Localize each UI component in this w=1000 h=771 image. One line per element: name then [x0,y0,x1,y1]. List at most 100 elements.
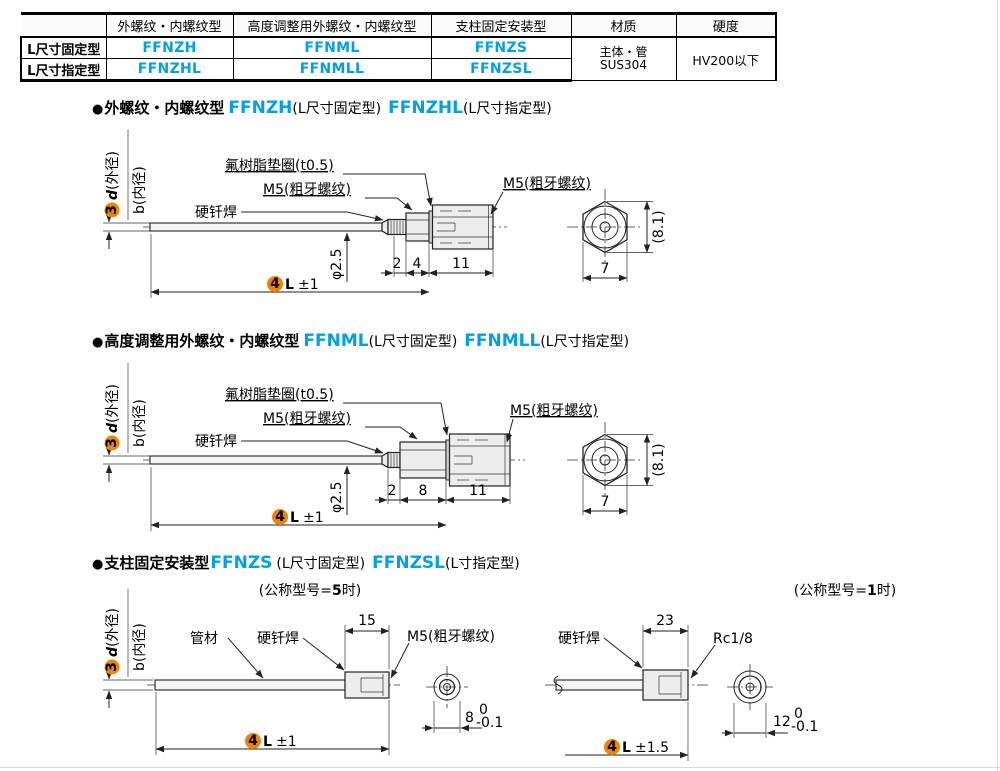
tolerance-upper: 0 [794,706,803,722]
section3-note-spec: (L寸指定型) [444,556,520,572]
dim-4: 4 [413,256,422,272]
col-header-post-mount-type: 支柱固定安装型 [430,12,572,38]
part-code: FFNZSL [430,58,572,82]
part-code: FFNZS [430,36,572,59]
axis-labels: 3 d (外径) b(内径) [103,589,153,708]
circled-number-badge [104,202,120,218]
bullet-icon: ● [92,557,104,572]
section2-note-fixed: (L尺寸固定型) [368,334,458,350]
length-dimension: 4 L ±1 [150,234,430,298]
bullet-icon: ● [92,335,104,350]
length-var: L [285,277,294,293]
tolerance-lower: -0.1 [791,719,818,735]
table-row: L尺寸固定型 FFNZH FFNML FFNZS 主体・管 SUS304 HV2… [20,36,777,81]
pipe-label: 管材 [190,631,218,647]
end-diameter-dim: 12 [773,714,791,730]
chained-dimensions: 2 8 11 [375,469,511,504]
section3-code-fixed: FFNZS [210,553,273,573]
length-dimension: 4 L ±1.5 [565,702,689,761]
material-line1: 主体・管 [599,45,648,59]
length-var: L [263,734,272,750]
section1-code-fixed: FFNZH [228,98,293,118]
axis-labels: 3 d (外径) b(内径) [103,130,153,249]
thread-label: M5(粗牙螺纹) [407,629,495,645]
end-diameter-dim: 8 [465,710,474,726]
braze-label: 硬钎焊 [195,434,237,450]
washer-label: 氟树脂垫圈(t0.5) [225,158,334,174]
badge-number: 4 [607,739,617,755]
circled-number-badge [245,733,261,749]
section1-note-fixed: (L尺寸固定型) [292,101,382,117]
axis-labels: 3 d (外径) b(内径) [103,363,153,482]
part-code: FFNMLL [232,58,432,82]
badge-number: 3 [104,662,120,672]
dim-15: 15 [358,613,376,629]
chained-dimensions: 2 4 11 [381,236,494,277]
length-dimension: 4 L ±1 [155,692,390,755]
dim-2: 2 [393,256,402,272]
circled-number-badge [104,659,120,675]
hardness-cell: HV200以下 [675,36,777,81]
round-end-view: 8 0 -0.1 [422,666,503,733]
diameter-dimension: φ2.5 [329,232,351,282]
thread-right-label: M5(粗牙螺纹) [503,176,591,192]
across-corners-dim: (8.1) [651,210,667,243]
circled-number-badge [272,509,288,525]
tube-diameter-label: φ2.5 [329,482,345,514]
caption-pre: (公称型号= [794,583,867,599]
length-tolerance: ±1.5 [635,740,669,756]
part-code: FFNZH [105,36,234,59]
post-mount-1-view: 硬钎焊 23 Rc1/8 4 L ±1.5 [545,613,818,761]
badge-number: 4 [248,733,258,749]
tolerance-upper: 0 [479,702,488,718]
braze-label: 硬钎焊 [558,631,600,647]
section3-title-text: 支柱固定安装型 [104,554,210,572]
hex-end-view: 7 (8.1) [567,189,667,282]
washer-label: 氟树脂垫圈(t0.5) [225,387,334,403]
row-label-fixed: L尺寸固定型 [20,36,107,59]
section2-title-text: 高度调整用外螺纹・内螺纹型 [104,332,300,350]
axis-b-label: b(内径) [132,623,148,671]
row-label-specified: L尺寸指定型 [20,58,107,82]
material-line2: SUS304 [600,58,647,72]
badge-number: 4 [270,276,280,292]
dim-11: 11 [469,483,487,499]
callout-labels: 氟树脂垫圈(t0.5) M5(粗牙螺纹) 硬钎焊 M5(粗牙螺纹) [195,158,591,222]
circled-number-badge [267,276,283,292]
axis-d-label: d [105,646,121,657]
length-var: L [290,510,299,526]
caption-pre: (公称型号= [259,583,332,599]
axis-b-label: b(内径) [132,166,148,214]
length-var: L [622,740,631,756]
axis-d-suffix: (外径) [105,384,121,423]
part-code: FFNML [232,36,432,59]
axis-d-suffix: (外径) [105,151,121,190]
diameter-dimension: φ2.5 [329,465,351,515]
dim-11: 11 [452,256,470,272]
length-tolerance: ±1 [298,277,319,293]
section2-code-fixed: FFNML [303,331,369,351]
circled-number-badge [104,435,120,451]
part-code: FFNZHL [105,58,234,82]
axis-b-label: b(内径) [132,399,148,447]
tolerance-lower: -0.1 [476,715,503,731]
dim-2: 2 [388,483,397,499]
hex-end-view: 7 (8.1) [567,422,667,515]
section3-title: ●支柱固定安装型FFNZS(L尺寸固定型)FFNZSL(L寸指定型) [92,554,520,574]
tube-diameter-label: φ2.5 [329,249,345,281]
axis-d-suffix: (外径) [105,608,121,647]
across-flats-dim: 7 [601,494,610,510]
round-end-view: 12 0 -0.1 [722,664,818,738]
length-tolerance: ±1 [303,510,324,526]
table-corner-cell [21,12,107,38]
caption-suf: 时) [342,583,361,599]
badge-number: 3 [104,438,120,448]
across-flats-dim: 7 [601,261,610,277]
dim-23: 23 [656,613,674,629]
dim-8: 8 [419,483,428,499]
circled-number-badge [604,739,620,755]
axis-d-label: d [105,189,121,200]
